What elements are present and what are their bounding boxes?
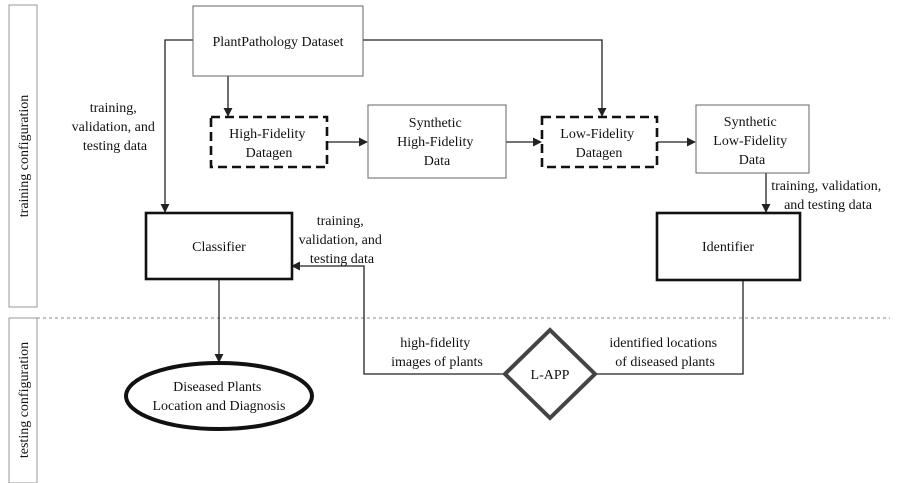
lapp-to-classifier-label: training, validation, and testing data [299, 214, 386, 267]
lf-datagen-label: Low-Fidelity Datagen [560, 127, 637, 161]
training-section-panel [8, 4, 38, 308]
diseased-label: Diseased Plants Location and Diagnosis [153, 380, 286, 414]
lapp-to-classifier-arrow [291, 261, 505, 375]
lf-to-identifier-label: training, validation, and testing data [771, 179, 885, 213]
testing-section-panel [8, 317, 38, 483]
dataset-node [192, 5, 364, 77]
lapp-images-label: high-fidelity images of plants [391, 336, 483, 370]
synthetic-lf-label: Synthetic Low-Fidelity Data [713, 115, 790, 168]
testing-section-label: testing configuration [17, 342, 32, 458]
diseased-node [124, 361, 314, 431]
hf-datagen-node [209, 115, 329, 169]
identified-locations-label: identified locations of diseased plants [609, 336, 720, 370]
training-section-label: training configuration [17, 95, 32, 217]
identifier-to-lapp-line [595, 280, 744, 375]
classifier-label: Classifier [192, 240, 246, 255]
lapp-node [502, 327, 598, 421]
synthetic-hf-label: Synthetic High-Fidelity Data [397, 116, 477, 169]
identifier-label: Identifier [702, 240, 754, 255]
dataset-to-lf-datagen-arrow [363, 39, 607, 117]
classifier-node [144, 211, 294, 281]
dataset-label: PlantPathology Dataset [212, 35, 343, 50]
lf-datagen-node [540, 115, 659, 169]
lapp-label: L-APP [531, 368, 570, 383]
hf-datagen-label: High-Fidelity Datagen [229, 127, 309, 161]
dataset-to-classifier-label: training, validation, and testing data [72, 101, 159, 154]
synthetic-lf-node [695, 104, 810, 174]
dataset-to-classifier-arrow [160, 39, 193, 213]
synthetic-hf-node [367, 104, 507, 179]
identifier-node [655, 211, 802, 282]
